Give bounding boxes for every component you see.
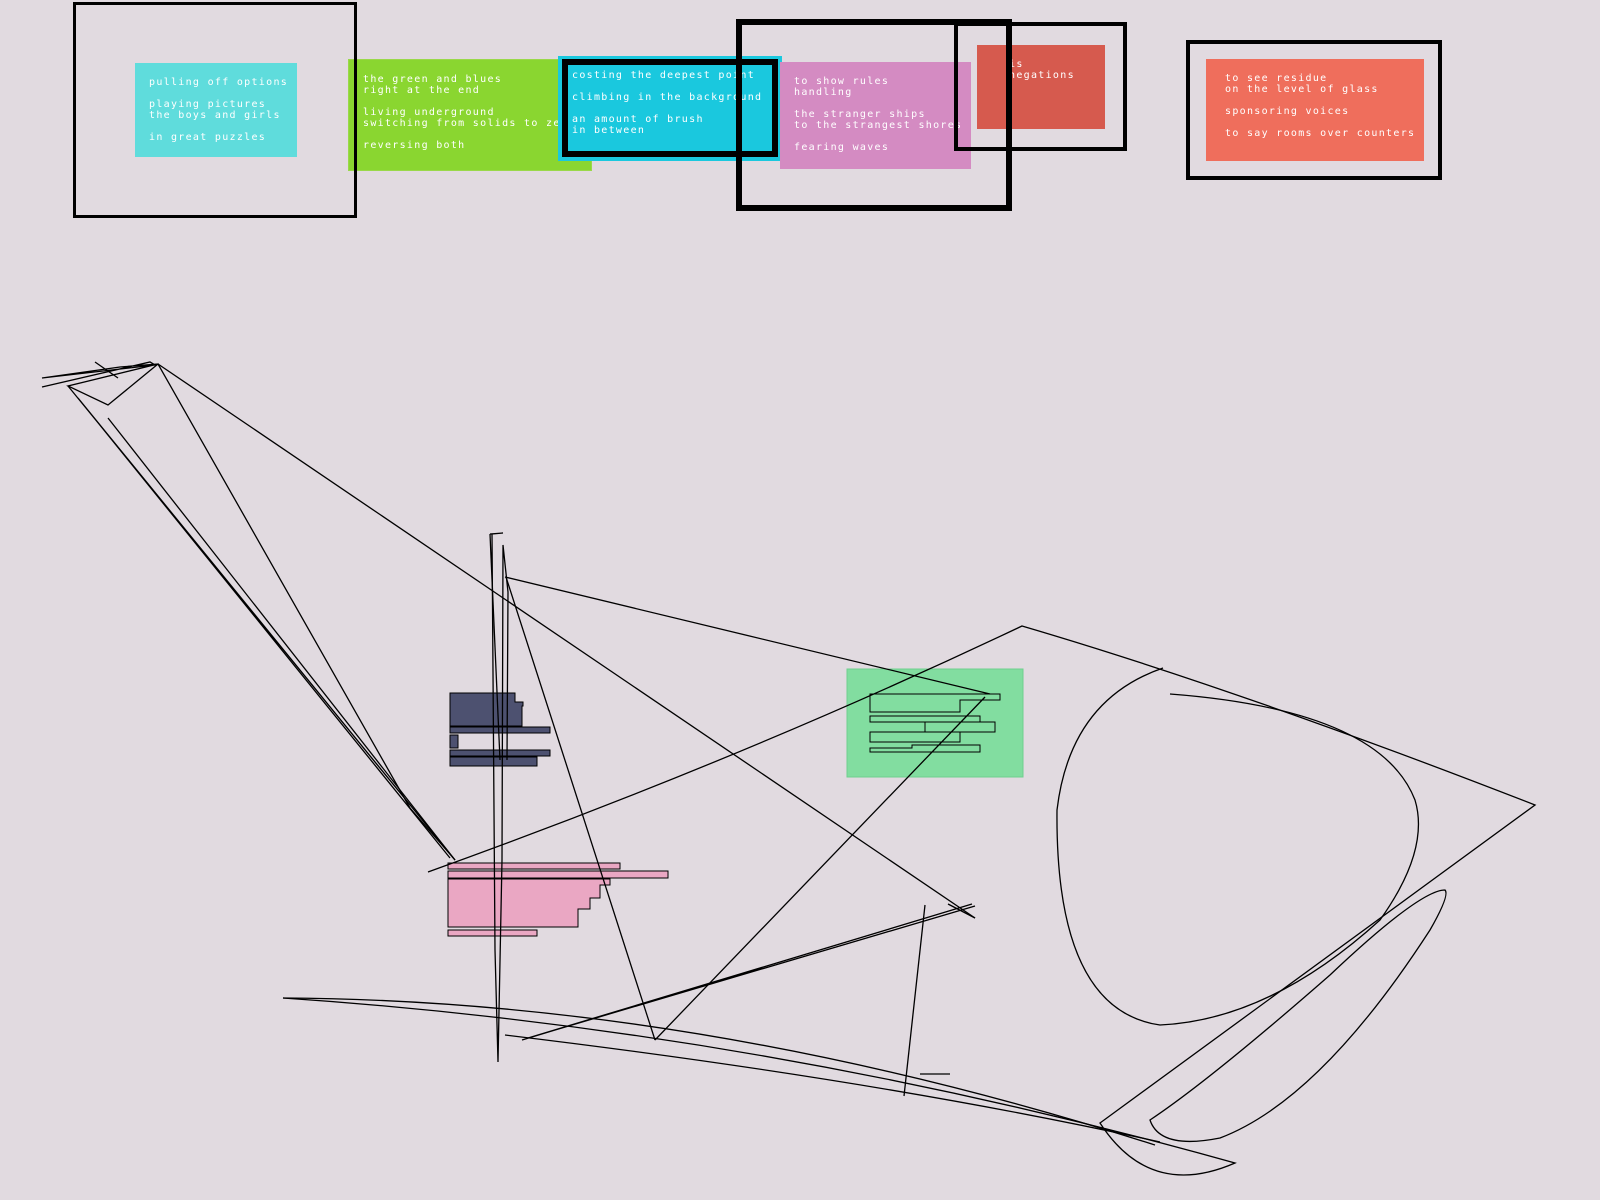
panel-line: in great puzzles bbox=[149, 132, 267, 143]
panel-salmon: to see residue on the level of glass spo… bbox=[1206, 59, 1424, 161]
panel-line: reversing both bbox=[363, 140, 466, 151]
panel-line: is negations bbox=[1009, 59, 1075, 81]
panel-green-lime: the green and blues right at the end liv… bbox=[348, 59, 592, 171]
panel-line: fearing waves bbox=[794, 142, 890, 153]
slate-bars bbox=[449, 692, 551, 767]
panel-line: sponsoring voices bbox=[1225, 106, 1350, 117]
ink-strokes bbox=[41, 361, 1537, 1176]
panel-brick: is negations bbox=[977, 45, 1105, 129]
panel-orchid: to show rules handling the stranger ship… bbox=[780, 62, 971, 169]
panel-line: the green and blues right at the end bbox=[363, 74, 503, 96]
panel-line: to say rooms over counters bbox=[1225, 128, 1416, 139]
panel-line: an amount of brush in between bbox=[572, 114, 704, 136]
panel-line: to show rules handling bbox=[794, 76, 890, 98]
panel-line: climbing in the background bbox=[572, 92, 763, 103]
panel-line: to see residue on the level of glass bbox=[1225, 73, 1379, 95]
panel-line: playing pictures the boys and girls bbox=[149, 99, 281, 121]
panel-line: costing the deepest point bbox=[572, 70, 756, 81]
panel-line: living underground switching from solids… bbox=[363, 107, 574, 129]
mint-bars bbox=[869, 693, 1001, 753]
mint-block bbox=[846, 668, 1024, 778]
panel-line: the stranger ships to the strangest shor… bbox=[794, 109, 963, 131]
panel-cyan-bright: costing the deepest point climbing in th… bbox=[558, 56, 782, 161]
pink-bars bbox=[447, 862, 669, 937]
panel-line: pulling off options bbox=[149, 77, 289, 88]
panel-cyan-light: pulling off options playing pictures the… bbox=[135, 63, 297, 157]
